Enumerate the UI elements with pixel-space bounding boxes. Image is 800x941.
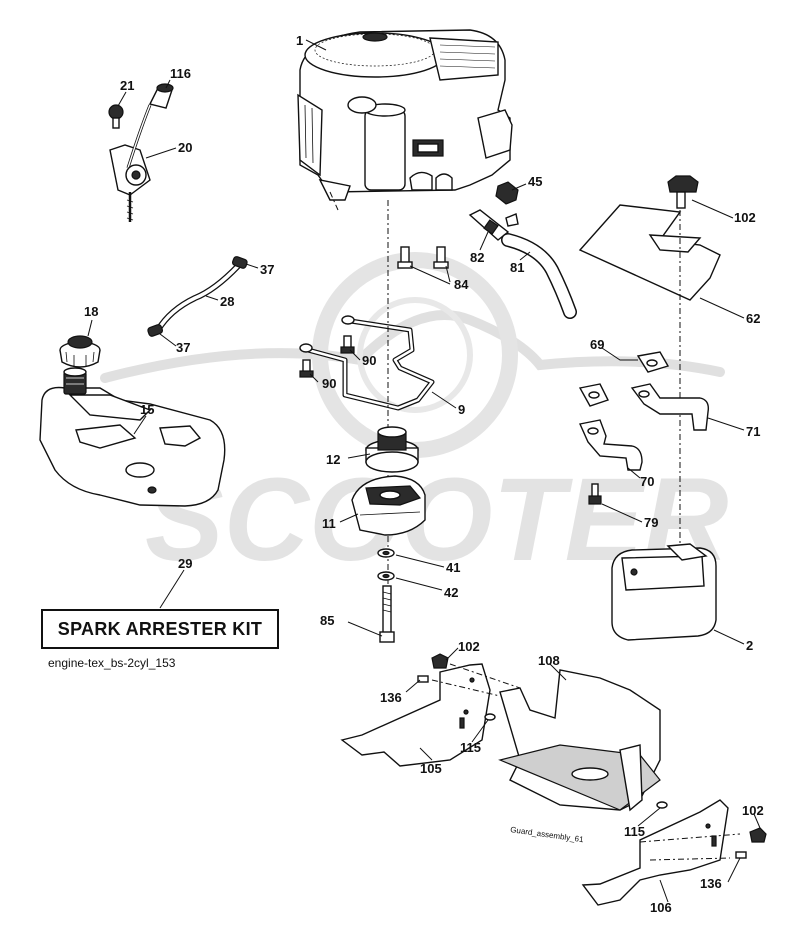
callout-79: 79 (644, 515, 658, 530)
callout-115-left: 115 (460, 740, 481, 755)
fuel-fitting-82 (468, 209, 519, 241)
fuel-tank-neck (63, 367, 87, 395)
spark-arrester-kit-label: SPARK ARRESTER KIT (41, 609, 279, 649)
inset-label: Guard_assembly_61 (510, 825, 585, 844)
muffler-2 (611, 543, 717, 641)
screw-90-pair (299, 335, 355, 378)
exhaust-pipe-70 (578, 383, 643, 471)
callout-102-bottom: 102 (742, 803, 764, 818)
callout-136-left: 136 (380, 690, 402, 705)
washer-42 (377, 571, 395, 581)
washer-41 (377, 548, 395, 558)
callout-90-bottom: 90 (322, 376, 336, 391)
bolt-102-top (667, 175, 699, 209)
fuel-cap-18 (59, 335, 101, 368)
bolt-79 (588, 483, 602, 505)
callout-62: 62 (746, 311, 760, 326)
bolt-85 (379, 585, 395, 643)
callout-9: 9 (458, 402, 465, 417)
callout-2: 2 (746, 638, 753, 653)
fuel-line-28 (147, 256, 248, 337)
guard-108 (498, 669, 661, 812)
callout-108: 108 (538, 653, 560, 668)
belt-guide-9 (299, 315, 435, 411)
callout-71: 71 (746, 424, 760, 439)
bolt-84-pair (397, 246, 451, 285)
callout-102-top: 102 (734, 210, 756, 225)
callout-84: 84 (454, 277, 469, 292)
guard-106 (581, 799, 729, 906)
callout-42: 42 (444, 585, 458, 600)
callout-18: 18 (84, 304, 98, 319)
callout-labels: 1 21 116 20 45 102 82 81 84 37 28 37 18 … (84, 33, 764, 915)
callout-20: 20 (178, 140, 192, 155)
callout-102-mid: 102 (458, 639, 480, 654)
callout-69: 69 (590, 337, 604, 352)
callout-85: 85 (320, 613, 334, 628)
engine (297, 29, 513, 211)
knob-116 (148, 83, 174, 109)
callout-90-top: 90 (362, 353, 376, 368)
callout-70: 70 (640, 474, 654, 489)
callout-37-bottom: 37 (176, 340, 190, 355)
callout-28: 28 (220, 294, 234, 309)
callout-45: 45 (528, 174, 542, 189)
callout-136-right: 136 (700, 876, 722, 891)
fuel-tank-15 (39, 386, 226, 507)
screw-21 (108, 104, 124, 129)
clutch-11 (351, 475, 426, 536)
callout-lines (87, 39, 761, 903)
exhaust-pipe-71 (630, 383, 710, 431)
heat-shield-62 (578, 204, 721, 301)
callout-41: 41 (446, 560, 460, 575)
callout-12: 12 (326, 452, 340, 467)
pulley-12 (365, 426, 419, 473)
callout-21: 21 (120, 78, 134, 93)
guard-105 (340, 663, 491, 767)
callout-115-right: 115 (624, 824, 645, 839)
callout-82: 82 (470, 250, 484, 265)
callout-11: 11 (322, 516, 336, 531)
spark-arrester-kit-text: SPARK ARRESTER KIT (57, 618, 263, 639)
callout-1: 1 (296, 33, 303, 48)
callout-105: 105 (420, 761, 442, 776)
callout-81: 81 (510, 260, 524, 275)
diagram-code: engine-tex_bs-2cyl_153 (48, 656, 176, 670)
callout-116: 116 (170, 66, 191, 81)
hardware-lower (417, 653, 767, 859)
callout-15: 15 (140, 402, 154, 417)
fuel-hose-81 (501, 233, 577, 319)
nut-45 (495, 181, 519, 205)
callout-37-top: 37 (260, 262, 274, 277)
callout-29: 29 (178, 556, 192, 571)
throttle-control-20 (109, 104, 152, 222)
callout-106: 106 (650, 900, 672, 915)
exhaust-gasket-69 (636, 351, 670, 373)
